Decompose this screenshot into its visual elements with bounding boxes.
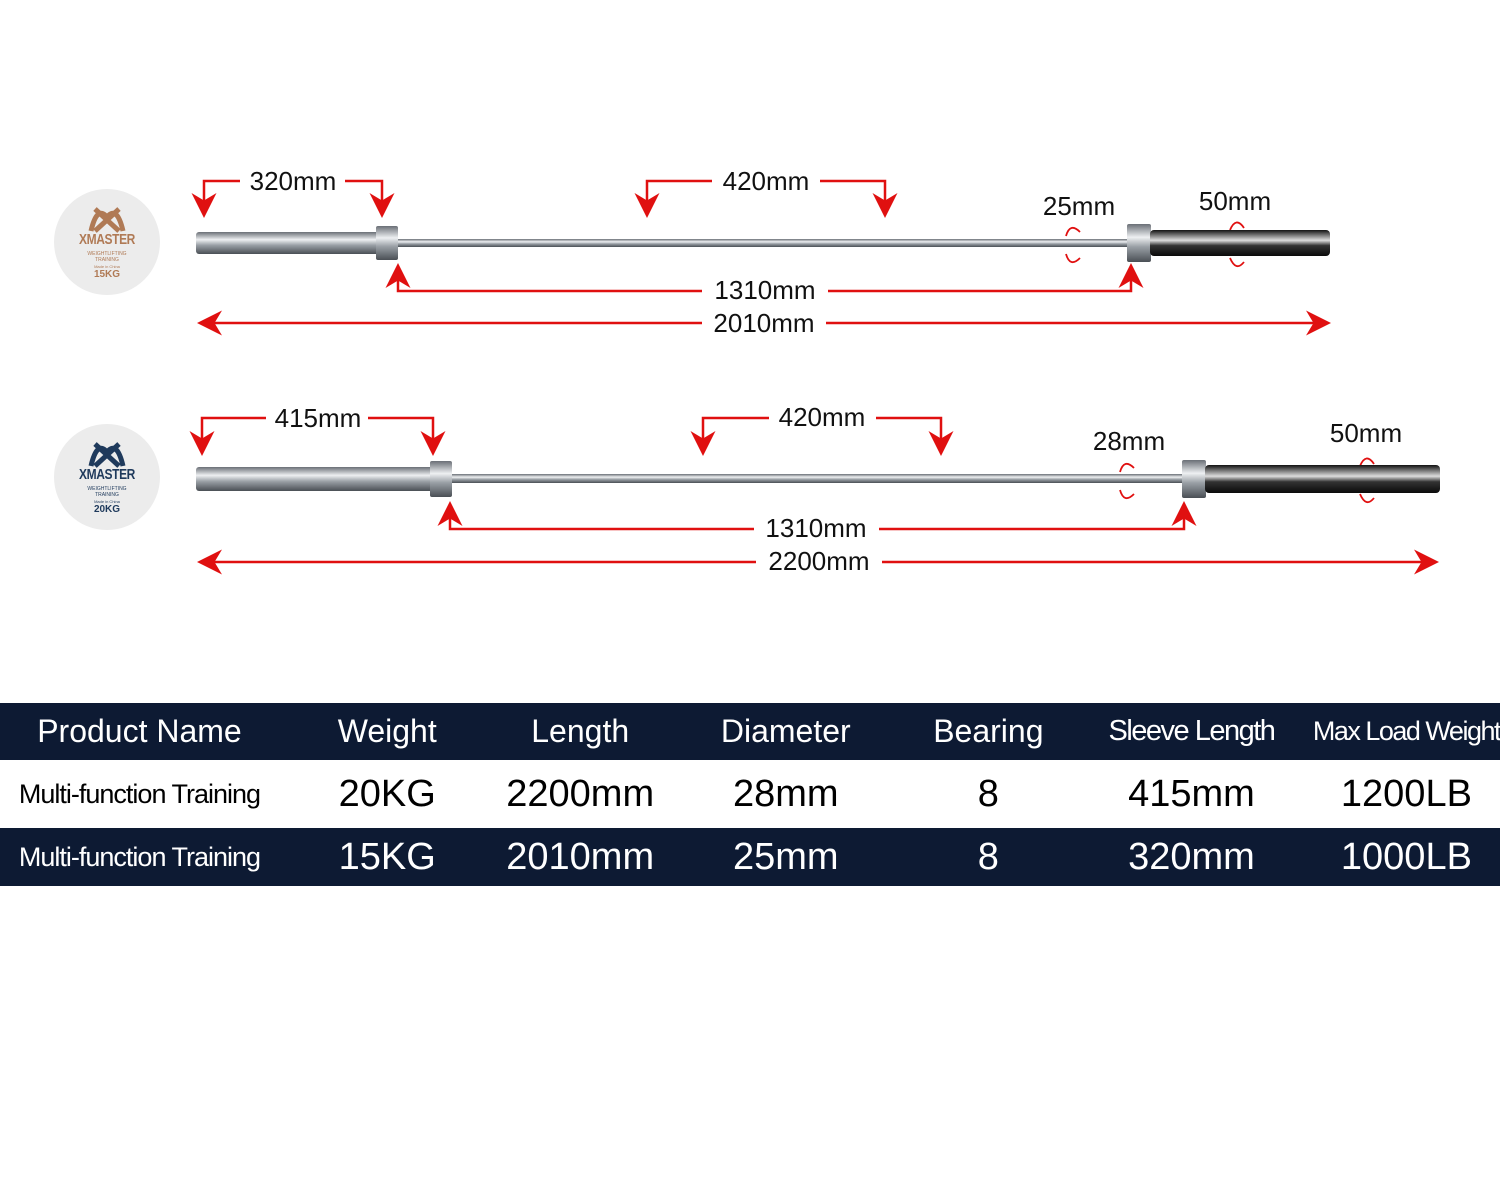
dim-total-length: 2200mm (768, 546, 869, 576)
cell-bearing: 8 (977, 835, 999, 878)
logo-sub: Made in China (94, 264, 120, 269)
logo-sub: WEIGHTLIFTING (87, 486, 127, 492)
cell-product-name: Multi-function Training (18, 841, 261, 872)
cell-length: 2200mm (506, 772, 655, 815)
cell-max-load: 1200LB (1340, 772, 1472, 815)
logo-brand: XMASTER (79, 231, 135, 248)
header-diameter: Diameter (720, 713, 851, 749)
dim-total-length: 2010mm (713, 308, 814, 338)
cell-diameter: 28mm (732, 772, 839, 815)
xmaster-logo-icon (88, 207, 126, 233)
dim-sleeve-diameter: 50mm (1330, 418, 1402, 448)
xmaster-logo-icon (88, 442, 126, 468)
header-bearing: Bearing (933, 713, 1044, 749)
spec-table: Product Name Weight Length Diameter Bear… (0, 703, 1500, 886)
dim-sleeve-length: 415mm (275, 403, 362, 433)
cell-sleeve-length: 415mm (1128, 772, 1255, 815)
logo-sub: TRAINING (95, 492, 119, 498)
logo-sub: TRAINING (95, 257, 119, 263)
dim-shaft-diameter: 25mm (1043, 191, 1115, 221)
cell-diameter: 25mm (732, 835, 839, 878)
logo-20kg: XMASTER WEIGHTLIFTING TRAINING Made in C… (54, 424, 160, 530)
dim-grip: 420mm (723, 166, 810, 196)
rotation-arrows (1065, 221, 1375, 504)
logo-weight: 15KG (93, 269, 121, 280)
cell-length: 2010mm (506, 835, 655, 878)
table-header: Product Name Weight Length Diameter Bear… (0, 703, 1500, 760)
barbell-diagram: 320mm 420mm 25mm 50mm 1310mm 2010mm 415m… (189, 166, 1440, 576)
dim-shaft-diameter: 28mm (1093, 426, 1165, 456)
dim-sleeve-diameter: 50mm (1199, 186, 1271, 216)
cell-product-name: Multi-function Training (18, 778, 261, 809)
logo-brand: XMASTER (79, 466, 135, 483)
logo-weight: 20KG (93, 504, 121, 515)
cell-bearing: 8 (977, 772, 999, 815)
logo-sub: WEIGHTLIFTING (87, 251, 127, 257)
header-sleeve-length: Sleeve Length (1108, 715, 1275, 747)
cell-weight: 15KG (338, 835, 436, 878)
cell-sleeve-length: 320mm (1128, 835, 1255, 878)
header-product-name: Product Name (37, 713, 242, 749)
logo-sub: Made in China (94, 499, 120, 504)
header-length: Length (531, 713, 630, 749)
barbell-2010mm (196, 224, 1330, 262)
dim-inner-length: 1310mm (714, 275, 815, 305)
dim-inner-length: 1310mm (765, 513, 866, 543)
dim-grip: 420mm (779, 402, 866, 432)
header-max-load: Max Load Weight (1312, 716, 1500, 746)
table-row: Multi-function Training 15KG 2010mm 25mm… (0, 828, 1500, 886)
table-row: Multi-function Training 20KG 2200mm 28mm… (0, 760, 1500, 828)
cell-max-load: 1000LB (1340, 835, 1472, 878)
logo-15kg: XMASTER WEIGHTLIFTING TRAINING Made in C… (54, 189, 160, 295)
dim-sleeve-length: 320mm (250, 166, 337, 196)
cell-weight: 20KG (338, 772, 436, 815)
header-weight: Weight (337, 713, 437, 749)
barbell-2200mm (196, 460, 1440, 498)
